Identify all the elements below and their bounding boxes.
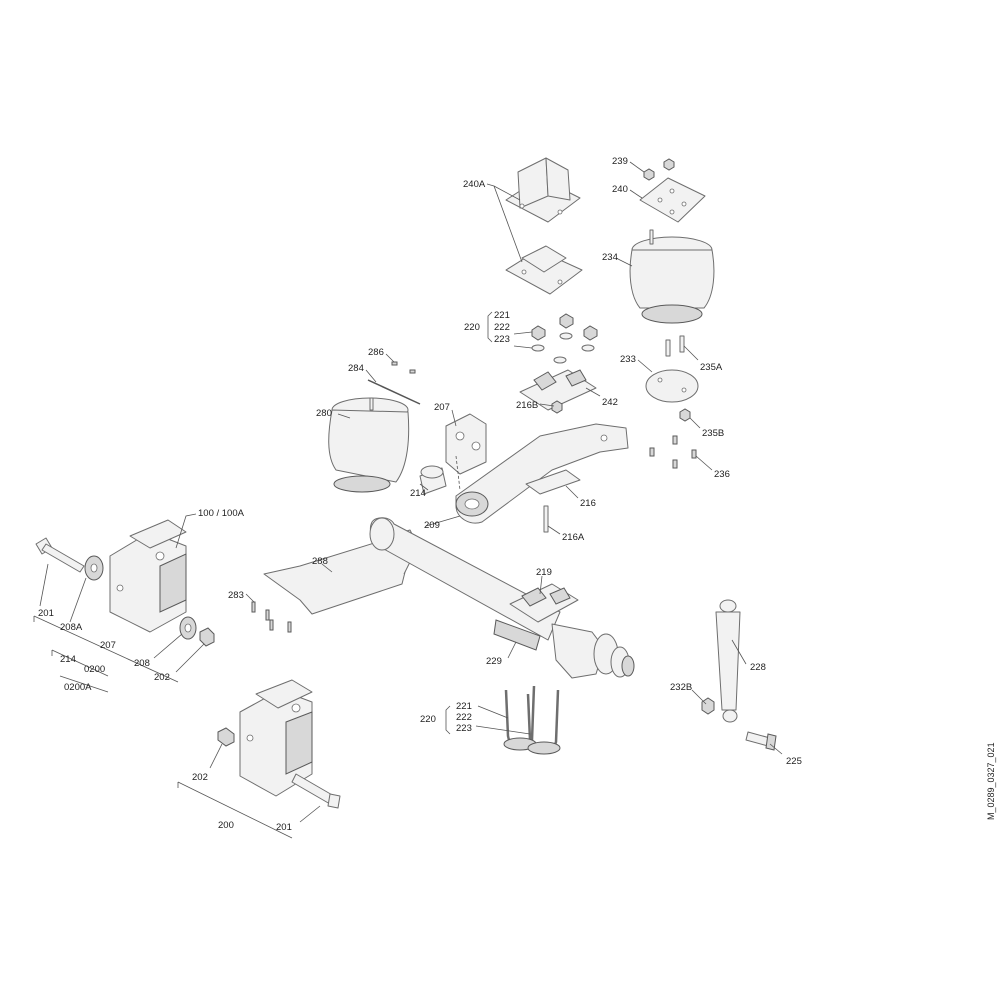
label-214-upper: 214 bbox=[410, 488, 426, 499]
part-201-bolt-lower bbox=[291, 773, 341, 809]
part-201-bolt-upper bbox=[35, 537, 85, 573]
part-236-bolts bbox=[649, 435, 697, 469]
label-216A: 216A bbox=[562, 532, 585, 543]
label-280: 280 bbox=[316, 408, 332, 419]
label-219: 219 bbox=[536, 567, 552, 578]
label-207-lower: 207 bbox=[100, 640, 116, 651]
part-240A-bracket-upper bbox=[505, 157, 581, 223]
label-0200: 0200 bbox=[84, 664, 105, 675]
part-209-trailing-arm bbox=[455, 423, 629, 524]
label-288: 288 bbox=[312, 556, 328, 567]
label-216: 216 bbox=[580, 498, 596, 509]
label-234: 234 bbox=[602, 252, 618, 263]
part-240-plate bbox=[639, 177, 706, 223]
label-214-lower: 214 bbox=[60, 654, 76, 665]
part-234-air-spring bbox=[629, 229, 715, 324]
label-201-upper: 201 bbox=[38, 608, 54, 619]
part-216-wedge-plate bbox=[525, 469, 581, 495]
label-228: 228 bbox=[750, 662, 766, 673]
label-239: 239 bbox=[612, 156, 628, 167]
label-208: 208 bbox=[134, 658, 150, 669]
label-220-lower: 220 bbox=[420, 714, 436, 725]
part-axle-hub bbox=[551, 623, 635, 679]
label-100-100A: 100 / 100A bbox=[198, 508, 245, 519]
part-208-washer bbox=[179, 616, 197, 640]
part-242-axle-seat-top bbox=[519, 369, 597, 411]
part-100-hanger-bracket-left bbox=[109, 519, 187, 633]
label-202-upper: 202 bbox=[154, 672, 170, 683]
label-242: 242 bbox=[602, 397, 618, 408]
part-233-plate bbox=[645, 369, 699, 403]
label-223-lower: 223 bbox=[456, 723, 472, 734]
label-235A: 235A bbox=[700, 362, 723, 373]
part-200-hanger-bracket-lower bbox=[239, 679, 313, 797]
label-207-upper: 207 bbox=[434, 402, 450, 413]
part-286-pins bbox=[391, 361, 416, 374]
label-284: 284 bbox=[348, 363, 364, 374]
label-225: 225 bbox=[786, 756, 802, 767]
part-280-air-spring bbox=[328, 397, 410, 493]
label-201-lower: 201 bbox=[276, 822, 292, 833]
part-239-nuts bbox=[643, 158, 675, 181]
part-216B-nut bbox=[551, 400, 563, 414]
label-240A: 240A bbox=[463, 179, 486, 190]
part-214-bush bbox=[419, 465, 447, 495]
part-208A-washer bbox=[84, 555, 104, 581]
label-202-lower: 202 bbox=[192, 772, 208, 783]
label-240: 240 bbox=[612, 184, 628, 195]
label-236: 236 bbox=[714, 469, 730, 480]
part-u-bolts bbox=[503, 685, 561, 755]
leader-lines bbox=[33, 161, 783, 839]
label-0200A: 0200A bbox=[64, 682, 92, 693]
label-222-upper: 222 bbox=[494, 322, 510, 333]
part-216A-bolt bbox=[543, 505, 549, 533]
label-200: 200 bbox=[218, 820, 234, 831]
label-235B: 235B bbox=[702, 428, 724, 439]
label-220-upper: 220 bbox=[464, 322, 480, 333]
label-208A: 208A bbox=[60, 622, 83, 633]
part-228-shock-absorber bbox=[715, 599, 741, 723]
label-221-lower: 221 bbox=[456, 701, 472, 712]
part-225-bolt bbox=[745, 731, 777, 751]
part-284-strip bbox=[367, 379, 421, 405]
part-283-screws bbox=[251, 601, 292, 633]
label-283: 283 bbox=[228, 590, 244, 601]
part-232B-nut bbox=[701, 697, 715, 715]
part-labels: 239 240 240A 234 220 221 222 223 286 284… bbox=[38, 156, 802, 833]
label-222-lower: 222 bbox=[456, 712, 472, 723]
label-286: 286 bbox=[368, 347, 384, 358]
drawing-reference-code: M_0289_0327_021 bbox=[986, 742, 996, 820]
part-207-hanger-bracket bbox=[445, 413, 487, 491]
part-240A-bracket-lower bbox=[505, 245, 583, 295]
label-233: 233 bbox=[620, 354, 636, 365]
label-209: 209 bbox=[424, 520, 440, 531]
label-229: 229 bbox=[486, 656, 502, 667]
label-232B: 232B bbox=[670, 682, 692, 693]
part-202-nut-lower bbox=[217, 727, 235, 747]
part-235B-nut bbox=[679, 408, 691, 422]
label-223-upper: 223 bbox=[494, 334, 510, 345]
part-202-nut-upper bbox=[199, 627, 215, 647]
part-235A-bolts bbox=[665, 335, 685, 357]
label-216B: 216B bbox=[516, 400, 538, 411]
label-221-upper: 221 bbox=[494, 310, 510, 321]
part-221-223-hardware-upper bbox=[531, 313, 598, 364]
